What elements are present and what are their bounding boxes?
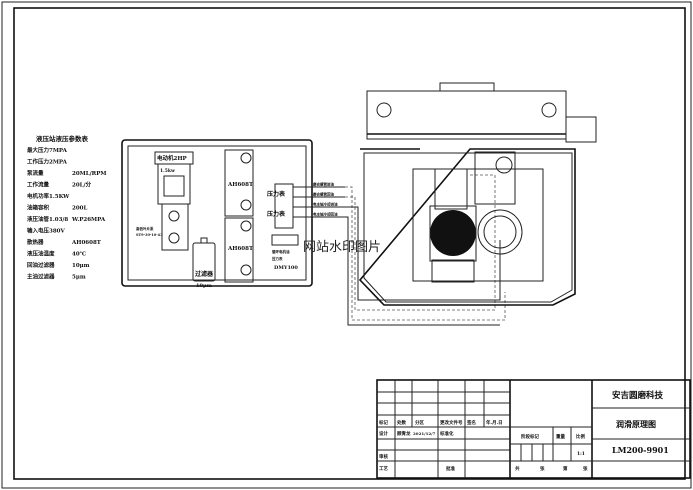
gauge-bottom-label: 压力表 <box>267 210 286 218</box>
param-name: 液压油管1.03/8 <box>27 215 68 223</box>
scale-label: 比例 <box>576 433 585 440</box>
switch-sub: 压力表 <box>272 256 283 261</box>
sheets-label: 张 <box>540 465 545 472</box>
drawing-number: LM200-9901 <box>612 445 669 455</box>
param-name: 泵流量 <box>27 169 44 177</box>
pipe-route-4 <box>345 216 500 326</box>
title-block-header: 签名 <box>466 419 476 426</box>
hydraulic-station: 电动机2HP 1.5kw 高低叶片泵 ST9-30-10-43 AH608T A… <box>121 139 345 289</box>
servo-motor <box>565 116 597 143</box>
params-title: 液压站液压参数表 <box>36 134 89 143</box>
sheet-label: 张 <box>583 465 588 472</box>
param-name: 输入电压380V <box>27 227 65 235</box>
drawing-frame <box>13 7 686 480</box>
param-value: 20L/分 <box>72 181 92 189</box>
pump-label: 高低叶片泵 <box>136 226 154 231</box>
motor-label: 电动机2HP <box>157 154 187 162</box>
motor-power: 1.5kw <box>160 168 175 174</box>
pipe-label: 电主轴冷却进油 <box>313 202 338 207</box>
param-name: 主油过滤器 <box>27 273 55 281</box>
motor: 电动机2HP 1.5kw 高低叶片泵 ST9-30-10-43 <box>136 151 194 251</box>
cooler-top: AH608T <box>224 149 254 217</box>
review-label: 审核 <box>379 453 388 460</box>
param-name: 最大压力7MPA <box>27 146 68 154</box>
filter-spec: 10μm <box>196 283 213 289</box>
pipe-label: 磨合螺管回油 <box>312 192 334 197</box>
pipe-route-1 <box>345 186 506 321</box>
switch-model: DMY100 <box>274 265 298 271</box>
design-label: 设计 <box>379 430 388 437</box>
title-block-header: 处数 <box>396 419 406 426</box>
param-name: 回油过滤器 <box>27 261 55 269</box>
param-value: 20ML/RPM <box>72 171 106 177</box>
param-name: 电机功率1.5KW <box>27 192 70 200</box>
param-name: 油箱容积 <box>27 204 50 212</box>
title-block-header: 标记 <box>378 419 388 426</box>
process-label: 工艺 <box>379 465 388 472</box>
title-block: 安吉圆磨科技 润滑原理图 LM200-9901 标记 处数 分区 更改文件号签名 年.月… <box>376 379 691 479</box>
design-date: 2021/12/7 <box>413 431 436 436</box>
param-value: 200L <box>72 206 87 212</box>
drawing-name: 润滑原理图 <box>616 419 656 429</box>
pipe-label: 磨合螺管进油 <box>312 182 334 187</box>
param-name: 工作流量 <box>27 181 50 189</box>
watermark: 网站水印图片 <box>303 240 381 255</box>
pipe-route-2 <box>345 174 496 311</box>
title-block-header: 年.月.日 <box>486 419 503 426</box>
param-value: AH0608T <box>71 240 102 246</box>
params-table: 液压站液压参数表 最大压力7MPA 工作压力2MPA 泵流量 20ML/RPM 工作流量… <box>27 134 106 281</box>
approve-label: 批准 <box>446 465 455 472</box>
cooler-top-label: AH608T <box>227 182 254 188</box>
param-value: 5μm <box>72 275 86 281</box>
pipe-route-3 <box>345 206 501 301</box>
pipe-label: 电主轴冷却回油 <box>313 212 338 217</box>
grinding-machine <box>358 82 597 306</box>
company-name: 安吉圆磨科技 <box>612 390 664 401</box>
page-label: 第 <box>563 465 568 472</box>
title-block-header: 分区 <box>415 419 424 426</box>
gauge-top-label: 压力表 <box>267 190 286 198</box>
cooler-bottom: AH608T <box>224 217 254 283</box>
filter: 过滤器 10μm <box>192 237 216 289</box>
param-name: 工作压力2MPA <box>27 158 68 166</box>
scale-value: 1:1 <box>577 451 585 457</box>
cooler-bottom-label: AH608T <box>227 246 254 252</box>
param-value: W.P26MPA <box>71 217 106 223</box>
total-label: 共 <box>515 465 520 472</box>
pump-model: ST9-30-10-43 <box>136 233 163 237</box>
switch-label: 循环电机油 <box>271 249 290 254</box>
filter-label: 过滤器 <box>195 270 214 278</box>
param-name: 散热器 <box>27 238 44 246</box>
param-value: 10μm <box>72 263 90 269</box>
standard-label: 标准化 <box>439 430 454 437</box>
weight-label: 重量 <box>556 433 565 440</box>
manifold: 压力表 压力表 循环电机油 压力表 DMY100 <box>267 183 299 271</box>
title-block-header: 更改文件号 <box>440 419 463 426</box>
param-value: 40℃ <box>72 251 87 258</box>
param-name: 液压油温度 <box>27 250 55 258</box>
stage-label: 阶段标记 <box>521 433 539 440</box>
designer: 顾青龙 <box>397 430 411 437</box>
